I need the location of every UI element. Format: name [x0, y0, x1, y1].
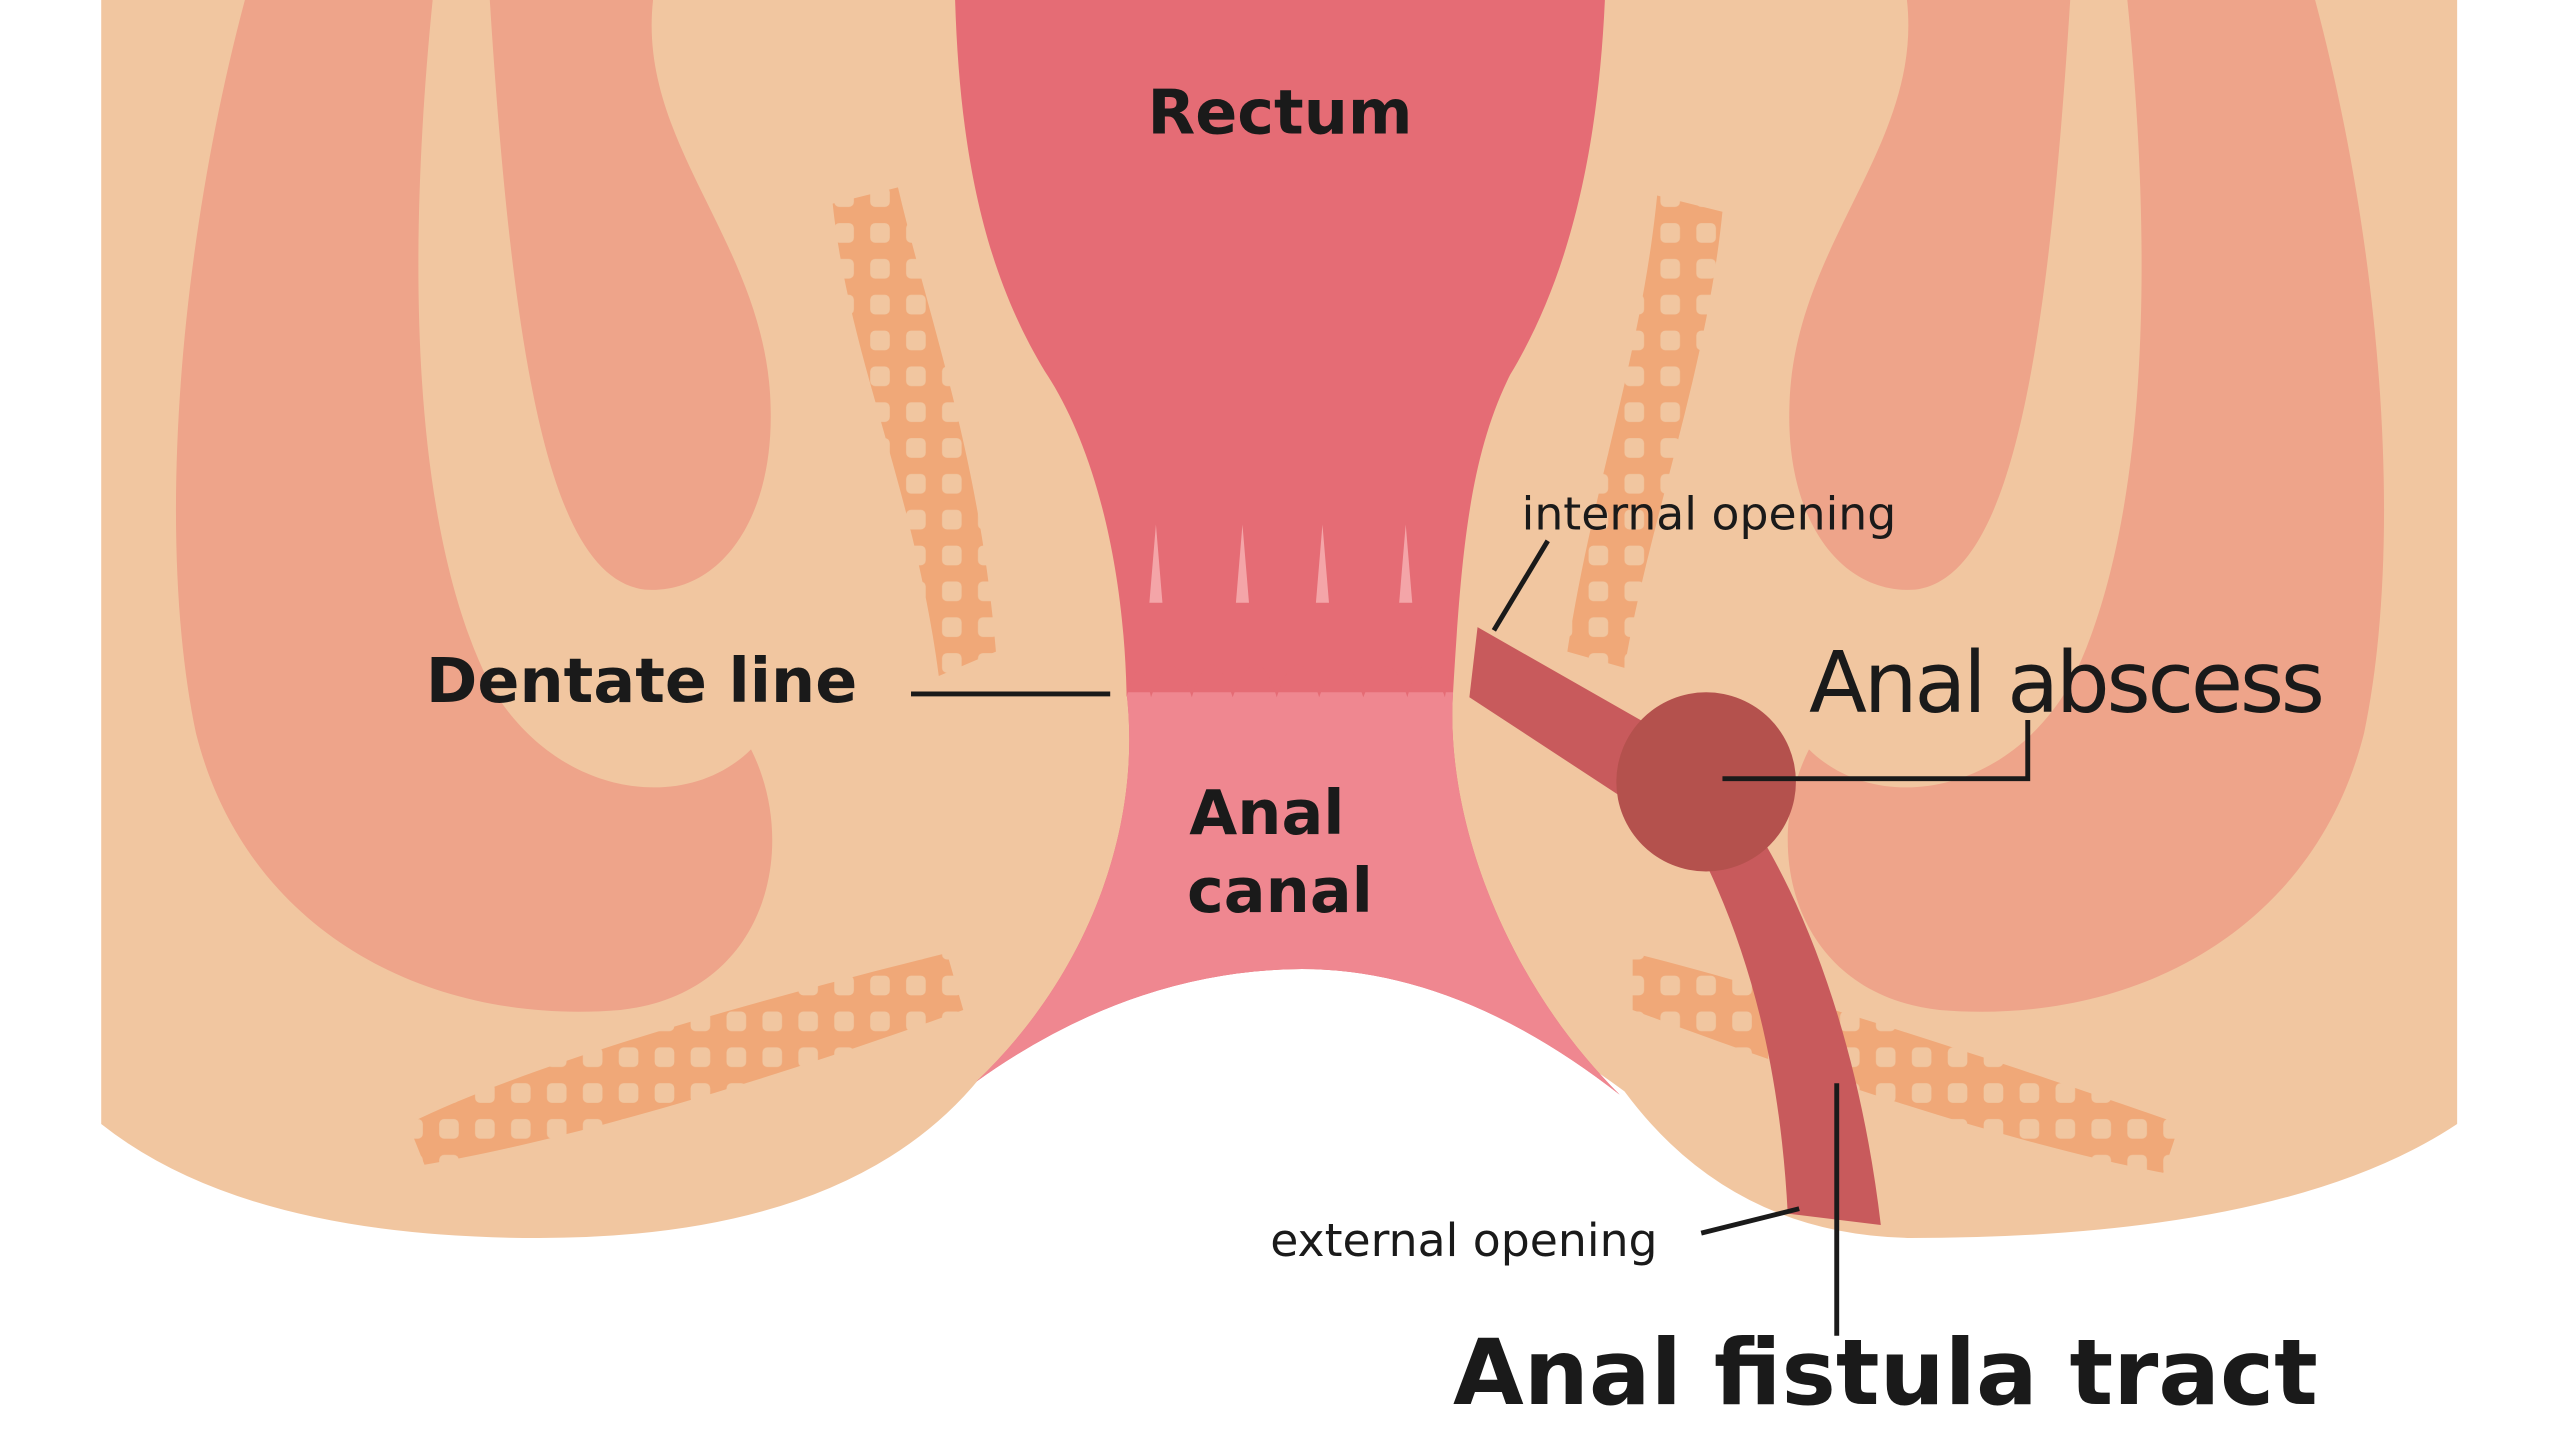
left-gluteal-muscle: [175, 0, 773, 1012]
dentate-line-scallops: [1126, 651, 1454, 698]
anal-canal-label-line1: Anal: [1189, 776, 1344, 849]
external-opening-label: external opening: [1270, 1214, 1657, 1267]
leader-lines: [911, 539, 2031, 1336]
anal-abscess: [1616, 692, 1796, 872]
internal-opening-label: internal opening: [1522, 487, 1897, 540]
right-gluteal-muscle: [1787, 0, 2385, 1012]
anal-columns: [1149, 524, 1413, 603]
anal-abscess-label: Anal abscess: [1809, 633, 2322, 732]
fistula-tract: [1469, 627, 1881, 1225]
anal-fistula-tract-label: Anal fistula tract: [1453, 1319, 2318, 1426]
anal-canal: [976, 692, 1620, 1095]
anal-canal-label-line2: canal: [1187, 854, 1373, 927]
dentate-line-label: Dentate line: [426, 644, 857, 717]
rectum-label: Rectum: [1147, 76, 1412, 149]
